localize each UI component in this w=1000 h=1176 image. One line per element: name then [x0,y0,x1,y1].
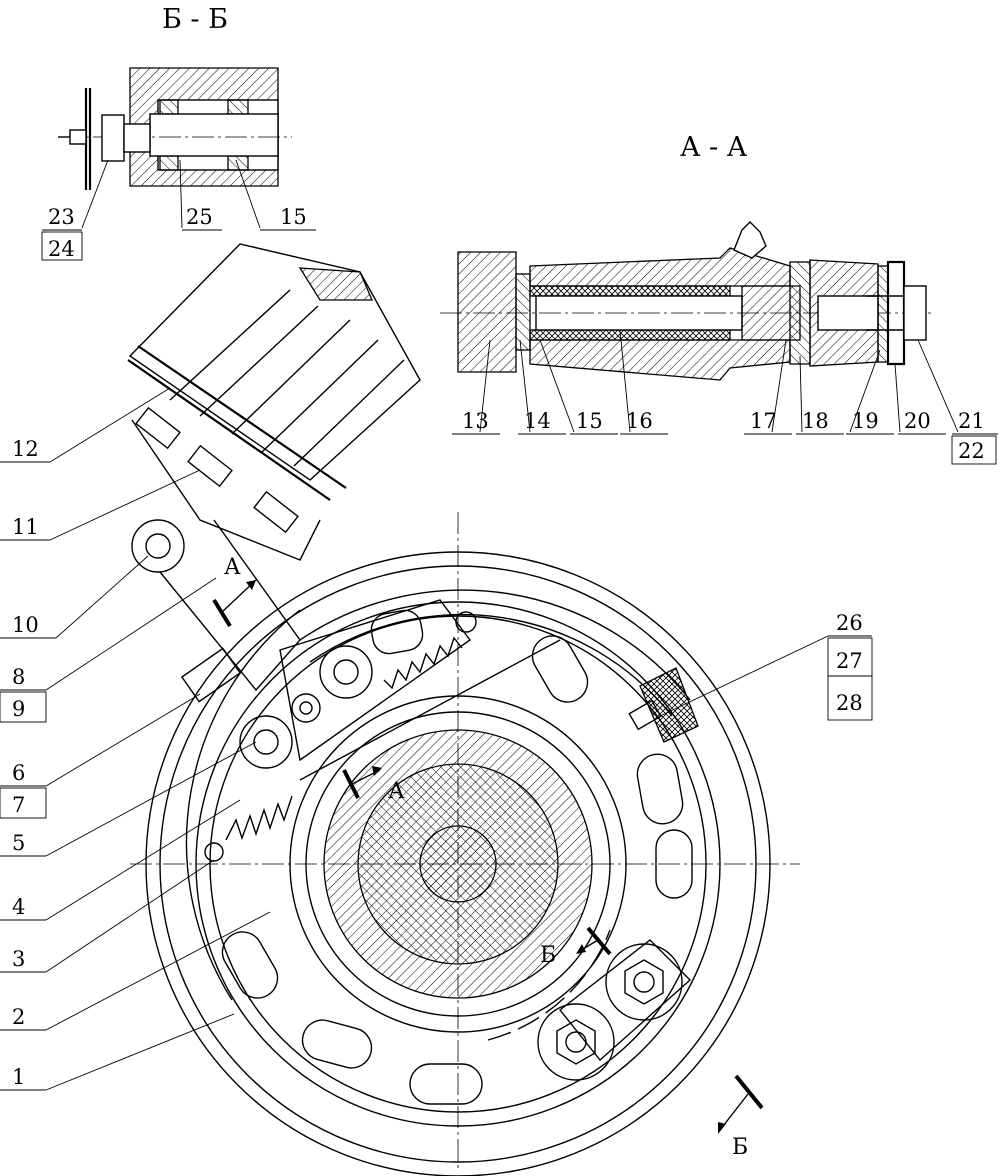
callout-5: 5 [12,831,25,855]
callout-14: 14 [524,409,551,433]
callout-15-aa: 15 [576,409,603,433]
callout-7: 7 [12,793,25,817]
callout-2: 2 [12,1005,25,1029]
main-view: А А Б Б [127,243,800,1176]
disc-slots [221,609,693,1105]
right-callouts: 26 27 28 [659,611,873,721]
callout-24: 24 [48,237,75,261]
callout-20: 20 [904,409,931,433]
callout-21: 21 [958,409,985,433]
section-aa-view: А - А [440,132,998,465]
section-mark-b-lower: Б [732,1135,748,1160]
callout-26: 26 [836,611,863,635]
section-mark-a-upper: А [224,555,241,580]
section-mark-b-upper: Б [540,943,556,968]
callout-8: 8 [12,665,25,689]
callout-28: 28 [836,691,863,715]
callout-4: 4 [12,895,25,919]
section-bb-view: Б - Б 23 24 25 15 [41,4,316,261]
callout-19: 19 [852,409,879,433]
upper-spring [383,611,477,690]
callout-22: 22 [958,439,985,463]
brake-chamber [127,243,421,561]
callout-16: 16 [626,409,653,433]
callout-15-bb: 15 [280,205,307,229]
lower-spring [204,795,293,862]
section-bb-title: Б - Б [162,4,228,35]
callout-25: 25 [186,205,213,229]
section-aa-title: А - А [680,132,748,163]
section-mark-a-lower: А [388,779,405,804]
callout-9: 9 [12,697,25,721]
callout-27: 27 [836,649,863,673]
left-callouts: 12 11 10 8 9 6 7 5 4 3 2 [0,387,271,1091]
callout-3: 3 [12,947,25,971]
callout-11: 11 [12,515,39,539]
callout-1: 1 [12,1065,25,1089]
callout-23: 23 [48,205,75,229]
callout-12: 12 [12,437,39,461]
callout-13: 13 [462,409,489,433]
callout-17: 17 [750,409,777,433]
callout-10: 10 [12,613,39,637]
callout-18: 18 [802,409,829,433]
callout-6: 6 [12,761,25,785]
